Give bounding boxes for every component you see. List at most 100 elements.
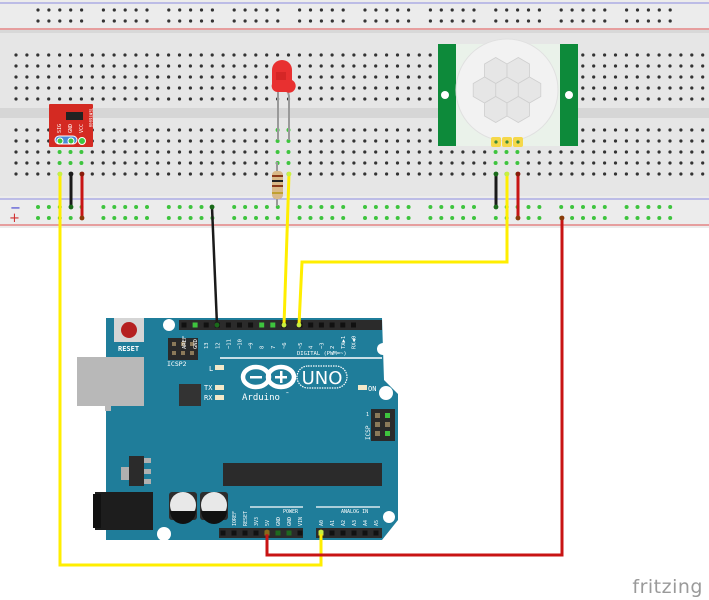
analog-pin-label: A5 (374, 520, 380, 526)
digital-pin-11[interactable] (225, 322, 231, 328)
breadboard-hole (581, 53, 585, 57)
red-led[interactable] (271, 60, 296, 140)
digital-pin-7[interactable] (270, 322, 276, 328)
digital-pin-gnd[interactable] (192, 322, 198, 328)
breadboard-hole (646, 161, 650, 165)
sensor-module[interactable]: SIG GND VCC TEMT6000 (49, 104, 93, 147)
wire-endpoint (286, 171, 292, 177)
reset-button[interactable]: RESET (114, 318, 144, 353)
analog-pin-a5[interactable] (373, 530, 379, 536)
breadboard-hole (581, 75, 585, 79)
breadboard-hole (624, 139, 629, 143)
rail-hole (265, 19, 269, 23)
breadboard-hole (385, 161, 389, 165)
breadboard-hole (145, 64, 149, 68)
rail-hole (581, 205, 585, 209)
fritzing-logo: fritzing (632, 576, 703, 598)
power-pin-reset[interactable] (242, 530, 248, 536)
breadboard-hole (701, 161, 705, 165)
rail-hole (123, 216, 128, 220)
breadboard-hole (156, 172, 160, 176)
wire-sensor-sig-to-a0[interactable] (58, 174, 323, 567)
breadboard-hole (363, 128, 367, 132)
icsp2-pin (181, 351, 185, 355)
breadboard-hole (265, 75, 269, 79)
breadboard-hole (363, 75, 367, 79)
breadboard-hole (68, 86, 73, 90)
digital-pin-label: RX◀0 (352, 336, 358, 349)
breadboard-hole (297, 161, 301, 165)
breadboard-hole (25, 161, 29, 165)
breadboard-hole (167, 172, 171, 176)
rail-hole (199, 216, 204, 220)
breadboard-hole (374, 97, 378, 101)
breadboard-hole (385, 53, 389, 57)
resistor[interactable] (272, 162, 283, 206)
breadboard-hole (58, 86, 62, 90)
analog-pin-a1[interactable] (329, 530, 335, 536)
rail-hole (232, 216, 237, 220)
breadboard-hole (635, 86, 639, 90)
breadboard-hole (210, 150, 214, 154)
breadboard-hole (406, 161, 410, 165)
breadboard-hole (243, 172, 247, 176)
power-pin-vin[interactable] (297, 530, 303, 536)
digital-pin-2[interactable] (329, 322, 335, 328)
digital-pin-8[interactable] (259, 322, 265, 328)
rail-hole (646, 216, 651, 220)
digital-pin-tx1[interactable] (340, 322, 346, 328)
breadboard-hole (395, 75, 400, 79)
pir-sensor[interactable] (438, 38, 578, 147)
power-pin-3v3[interactable] (253, 530, 259, 536)
digital-pin-3[interactable] (318, 322, 324, 328)
breadboard-hole (232, 128, 236, 132)
mounting-hole (383, 511, 395, 523)
breadboard-hole (428, 128, 432, 132)
digital-pin-13[interactable] (203, 322, 209, 328)
rail-hole (330, 19, 334, 23)
power-pin-gnd[interactable] (275, 530, 281, 536)
breadboard-hole (297, 139, 301, 143)
breadboard-hole (526, 172, 530, 176)
power-pin-ioref[interactable] (231, 530, 237, 536)
breadboard-hole (254, 161, 258, 165)
digital-pin-10[interactable] (237, 322, 242, 328)
power-pin-gnd[interactable] (286, 530, 292, 536)
digital-pin-9[interactable] (248, 322, 254, 328)
breadboard-hole (254, 64, 258, 68)
analog-header-label: ANALOG IN (341, 509, 368, 515)
digital-pin-rx0[interactable] (351, 322, 356, 328)
breadboard-hole (635, 53, 639, 57)
breadboard-hole (58, 97, 62, 101)
breadboard-hole (603, 86, 607, 90)
rail-hole (363, 205, 367, 209)
rail-hole (330, 205, 335, 209)
breadboard-hole (668, 150, 672, 154)
power-pin-nc[interactable] (220, 530, 226, 536)
breadboard-hole (385, 172, 389, 176)
digital-pin-aref[interactable] (181, 322, 187, 328)
wire-rail-plus-to-5v[interactable] (265, 218, 564, 557)
wire-pir-out-to-pin7[interactable] (297, 174, 509, 326)
wire-gnd-rail-to-arduino[interactable] (210, 206, 219, 326)
rail-hole (668, 8, 672, 12)
breadboard-hole (603, 128, 607, 132)
wire-led-to-pin8[interactable] (282, 173, 291, 326)
analog-pin-a4[interactable] (362, 530, 368, 536)
rail-hole (428, 205, 433, 209)
breadboard-hole (47, 172, 51, 176)
breadboard-hole (265, 172, 269, 176)
analog-pin-a2[interactable] (340, 530, 346, 536)
breadboard-hole (297, 75, 301, 79)
digital-pin-4[interactable] (308, 322, 314, 328)
analog-pin-label: A1 (330, 520, 336, 526)
analog-pin-a3[interactable] (351, 530, 357, 536)
breadboard-hole (657, 75, 661, 79)
breadboard-hole (668, 64, 672, 68)
breadboard-hole (679, 139, 683, 143)
rail-hole (526, 19, 531, 23)
breadboard-hole (254, 139, 258, 143)
breadboard-hole (167, 64, 171, 68)
rail-hole (635, 216, 640, 220)
